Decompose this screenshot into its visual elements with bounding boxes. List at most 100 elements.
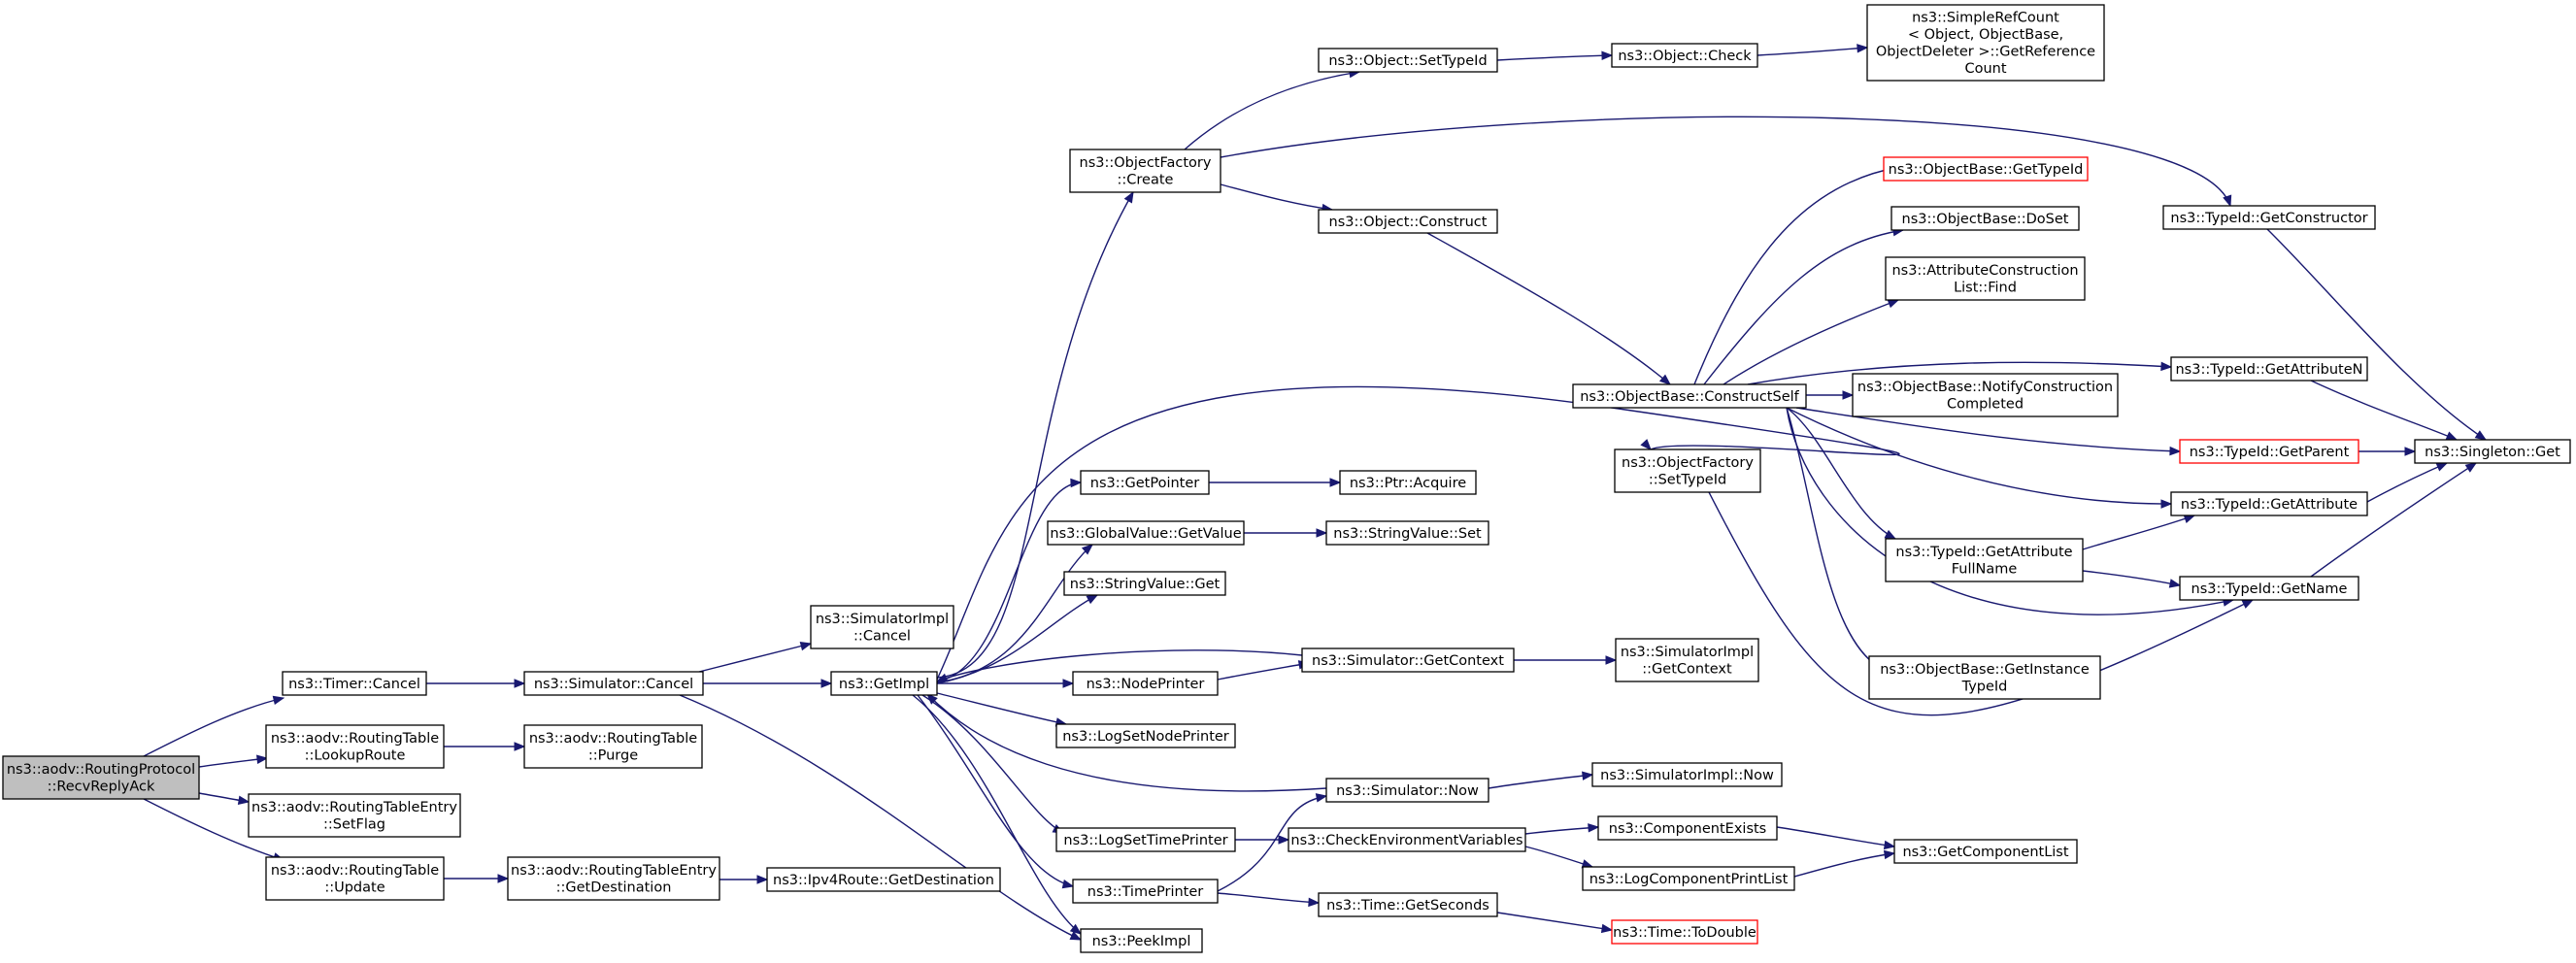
node-checkenv[interactable]: ns3::CheckEnvironmentVariables xyxy=(1288,827,1526,852)
edge-tidgetattrn-to-singleton xyxy=(2310,380,2458,441)
node-timegetsec[interactable]: ns3::Time::GetSeconds xyxy=(1318,892,1498,917)
node-box xyxy=(1611,919,1758,945)
node-box xyxy=(1318,48,1498,73)
node-box xyxy=(1852,373,2119,417)
node-getcomplist[interactable]: ns3::GetComponentList xyxy=(1893,839,2078,864)
node-svget[interactable]: ns3::StringValue::Get xyxy=(1063,571,1226,596)
node-objconstruct[interactable]: ns3::Object::Construct xyxy=(1318,209,1498,234)
node-simimplcancel[interactable]: ns3::SimulatorImpl::Cancel xyxy=(810,605,954,649)
arrowhead-tidgetparent-to-singleton xyxy=(2404,447,2417,456)
node-objsettypeid[interactable]: ns3::Object::SetTypeId xyxy=(1318,48,1498,73)
node-ofcreate[interactable]: ns3::ObjectFactory::Create xyxy=(1069,149,1221,193)
node-tidgetattrn[interactable]: ns3::TypeId::GetAttributeN xyxy=(2170,356,2368,382)
arrowhead-getdest-to-ipv4dest xyxy=(756,875,769,884)
node-obconstructself[interactable]: ns3::ObjectBase::ConstructSelf xyxy=(1572,383,1807,409)
node-label: ns3::aodv::RoutingTable xyxy=(529,731,697,747)
edge-obconstructself-to-obgetinst xyxy=(1786,407,1885,671)
node-logcompprint[interactable]: ns3::LogComponentPrintList xyxy=(1582,866,1795,891)
node-tidgetparent[interactable]: ns3::TypeId::GetParent xyxy=(2179,439,2359,464)
node-label: ns3::TypeId::GetName xyxy=(2191,581,2348,597)
node-box xyxy=(1890,206,2080,231)
edge-obconstructself-to-tidattrfull xyxy=(1786,407,1896,540)
node-tidgetname[interactable]: ns3::TypeId::GetName xyxy=(2179,576,2359,601)
node-tidgetctor[interactable]: ns3::TypeId::GetConstructor xyxy=(2162,205,2376,230)
node-simplerefcount[interactable]: ns3::SimpleRefCount< Object, ObjectBase,… xyxy=(1866,4,2105,82)
node-getpointer[interactable]: ns3::GetPointer xyxy=(1080,470,1210,495)
node-label: ::Purge xyxy=(588,748,638,764)
arrowhead-getimpl-to-ofcreate xyxy=(1123,190,1134,204)
node-box xyxy=(2179,439,2359,464)
node-label: ns3::Timer::Cancel xyxy=(288,677,420,692)
node-ptracquire[interactable]: ns3::Ptr::Acquire xyxy=(1339,470,1477,495)
node-label: Completed xyxy=(1947,397,2024,413)
arrowhead-simcancel-to-getimpl xyxy=(820,679,833,688)
node-box xyxy=(523,724,703,769)
arrowhead-obconstructself-to-tidgetparent xyxy=(2169,446,2182,456)
arrowhead-getimpl-to-nodeprinter xyxy=(1062,679,1075,688)
node-logsettime[interactable]: ns3::LogSetTimePrinter xyxy=(1055,827,1236,852)
node-box xyxy=(1582,866,1795,891)
edge-compexists-to-getcomplist xyxy=(1776,826,1895,847)
arrowhead-tidgetattr-to-singleton xyxy=(2435,462,2449,472)
node-label: ::GetContext xyxy=(1642,662,1732,678)
node-purge[interactable]: ns3::aodv::RoutingTable::Purge xyxy=(523,724,703,769)
edge-getimpl-to-ofcreate xyxy=(936,191,1134,679)
node-timetodouble[interactable]: ns3::Time::ToDouble xyxy=(1611,919,1758,945)
node-box xyxy=(1055,827,1236,852)
node-label: ns3::aodv::RoutingTableEntry xyxy=(251,800,457,815)
node-compexists[interactable]: ns3::ComponentExists xyxy=(1597,815,1778,841)
node-ipv4dest[interactable]: ns3::Ipv4Route::GetDestination xyxy=(766,867,1001,892)
node-gvgetvalue[interactable]: ns3::GlobalValue::GetValue xyxy=(1047,520,1245,546)
arrowhead-objconstruct-to-obconstructself xyxy=(1658,374,1672,385)
node-peekimpl[interactable]: ns3::PeekImpl xyxy=(1080,928,1203,953)
node-simimplgetctx[interactable]: ns3::SimulatorImpl::GetContext xyxy=(1615,638,1759,682)
arrowhead-ofcreate-to-tidgetctor xyxy=(2223,194,2232,208)
node-obnotify[interactable]: ns3::ObjectBase::NotifyConstructionCompl… xyxy=(1852,373,2119,417)
node-tidgetattr[interactable]: ns3::TypeId::GetAttribute xyxy=(2170,491,2368,516)
node-recv[interactable]: ns3::aodv::RoutingProtocol::RecvReplyAck xyxy=(2,755,200,800)
node-label: ns3::TypeId::GetAttribute xyxy=(1895,545,2072,560)
arrowhead-getimpl-to-getpointer xyxy=(1070,478,1083,488)
node-box xyxy=(1325,520,1489,546)
node-box xyxy=(1614,448,1761,493)
node-simcancel[interactable]: ns3::Simulator::Cancel xyxy=(523,671,704,696)
node-box xyxy=(1325,778,1489,803)
node-getdest[interactable]: ns3::aodv::RoutingTableEntry::GetDestina… xyxy=(507,856,720,901)
edge-tidgetattr-to-singleton xyxy=(2366,462,2448,503)
node-getimpl[interactable]: ns3::GetImpl xyxy=(830,671,938,696)
node-timercancel[interactable]: ns3::Timer::Cancel xyxy=(282,671,427,696)
node-lookup[interactable]: ns3::aodv::RoutingTable::LookupRoute xyxy=(265,724,445,769)
node-box xyxy=(2179,576,2359,601)
node-rtupdate[interactable]: ns3::aodv::RoutingTable::Update xyxy=(265,856,445,901)
node-label: ::SetFlag xyxy=(323,817,385,833)
node-box xyxy=(1072,879,1219,904)
node-box xyxy=(810,605,954,649)
node-timeprinter[interactable]: ns3::TimePrinter xyxy=(1072,879,1219,904)
node-setflag[interactable]: ns3::aodv::RoutingTableEntry::SetFlag xyxy=(248,793,461,838)
edge-simgetctx-to-getimpl xyxy=(936,649,1303,682)
arrowhead-simcancel-to-simimplcancel xyxy=(799,642,813,651)
node-simnow[interactable]: ns3::Simulator::Now xyxy=(1325,778,1489,803)
node-svset[interactable]: ns3::StringValue::Set xyxy=(1325,520,1489,546)
node-nodeprinter[interactable]: ns3::NodePrinter xyxy=(1072,671,1219,696)
node-obgettypeid[interactable]: ns3::ObjectBase::GetTypeId xyxy=(1883,156,2089,182)
edge-tidattrfull-to-tidgetattr xyxy=(2082,515,2195,550)
node-label: ns3::GetComponentList xyxy=(1902,845,2068,860)
arrowhead-tidattrfull-to-tidgetname xyxy=(2168,579,2182,588)
node-singleton[interactable]: ns3::Singleton::Get xyxy=(2414,439,2571,464)
node-label: ns3::aodv::RoutingTable xyxy=(271,731,439,747)
node-ofsettypeid[interactable]: ns3::ObjectFactory::SetTypeId xyxy=(1614,448,1761,493)
node-simgetctx[interactable]: ns3::Simulator::GetContext xyxy=(1301,648,1515,673)
node-objcheck[interactable]: ns3::Object::Check xyxy=(1611,43,1758,68)
node-logsetnode[interactable]: ns3::LogSetNodePrinter xyxy=(1055,723,1236,748)
edge-logcompprint-to-getcomplist xyxy=(1793,852,1895,878)
arrowhead-simnow-to-getimpl xyxy=(926,693,938,705)
edge-simcancel-to-peekimpl xyxy=(679,694,1082,941)
node-box xyxy=(1868,655,2101,700)
node-simimplnow[interactable]: ns3::SimulatorImpl::Now xyxy=(1591,762,1783,787)
node-obdoset[interactable]: ns3::ObjectBase::DoSet xyxy=(1890,206,2080,231)
node-label: ns3::Singleton::Get xyxy=(2425,445,2560,460)
